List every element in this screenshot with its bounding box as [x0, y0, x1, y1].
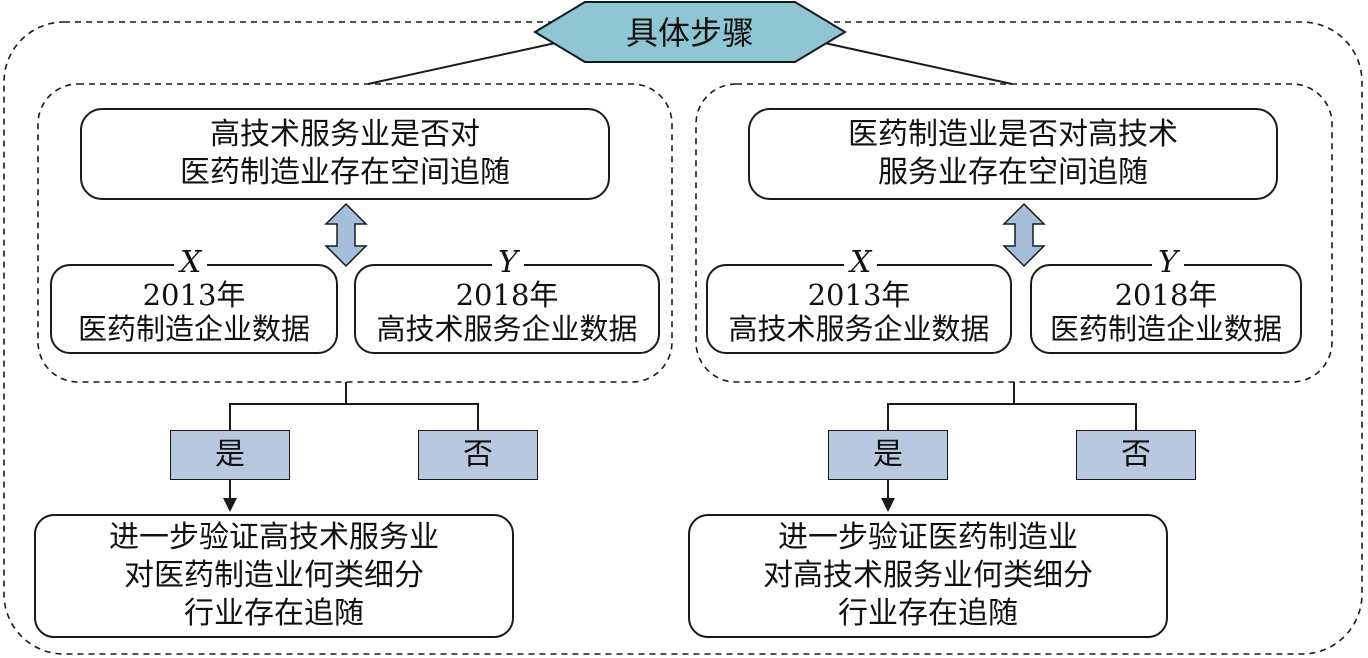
right-yes-tag: 是 [828, 430, 948, 480]
left-x-data-year: 2013年 [142, 278, 246, 312]
right-no-tag: 否 [1076, 430, 1196, 480]
left-branch-lines [229, 382, 347, 430]
title-connector-right [819, 41, 1013, 85]
left-y-data-desc: 高技术服务企业数据 [376, 312, 638, 346]
left-y-data-year: 2018年 [455, 278, 559, 312]
right-x-data-desc: 高技术服务企业数据 [728, 312, 990, 346]
left-dashed-group [37, 83, 673, 383]
right-y-data-year: 2018年 [1114, 278, 1218, 312]
left-y-label: Y [492, 248, 524, 278]
right-x-data-box: 2013年 高技术服务企业数据 [706, 264, 1012, 354]
left-no-tag: 否 [418, 430, 538, 480]
right-result-box: 进一步验证医药制造业 对高技术服务业何类细分 行业存在追随 [688, 514, 1168, 638]
right-result-line-2: 对高技术服务业何类细分 [763, 558, 1093, 593]
right-y-data-desc: 医药制造企业数据 [1049, 312, 1282, 346]
right-question-line-1: 医药制造业是否对高技术 [848, 117, 1178, 152]
right-question-line-2: 服务业存在空间追随 [878, 155, 1148, 190]
left-question-line-2: 医药制造业存在空间追随 [180, 155, 510, 190]
right-result-line-3: 行业存在追随 [838, 596, 1018, 631]
right-double-arrow-icon [1002, 202, 1046, 268]
left-result-box: 进一步验证高技术服务业 对医药制造业何类细分 行业存在追随 [34, 514, 514, 638]
right-y-label: Y [1152, 248, 1184, 278]
left-x-label: X [174, 248, 208, 278]
steps-title: 具体步骤 [625, 14, 754, 52]
left-result-line-3: 行业存在追随 [184, 596, 364, 631]
left-x-data-box: 2013年 医药制造企业数据 [50, 264, 338, 354]
left-x-data-desc: 医药制造企业数据 [77, 312, 310, 346]
left-y-data-box: 2018年 高技术服务企业数据 [354, 264, 660, 354]
title-hexagon [533, 1, 847, 63]
title-connector-left [367, 41, 561, 85]
left-result-line-1: 进一步验证高技术服务业 [109, 520, 439, 555]
right-result-line-1: 进一步验证医药制造业 [778, 520, 1078, 555]
right-question-box: 医药制造业是否对高技术 服务业存在空间追随 [748, 108, 1278, 200]
right-x-label: X [844, 248, 878, 278]
left-yes-tag: 是 [170, 430, 290, 480]
right-y-data-box: 2018年 医药制造企业数据 [1030, 264, 1302, 354]
left-double-arrow-icon [324, 202, 368, 268]
right-x-data-year: 2013年 [807, 278, 911, 312]
left-question-line-1: 高技术服务业是否对 [210, 117, 480, 152]
left-result-line-2: 对医药制造业何类细分 [124, 558, 424, 593]
right-branch-lines [887, 382, 1015, 430]
left-question-box: 高技术服务业是否对 医药制造业存在空间追随 [80, 108, 610, 200]
